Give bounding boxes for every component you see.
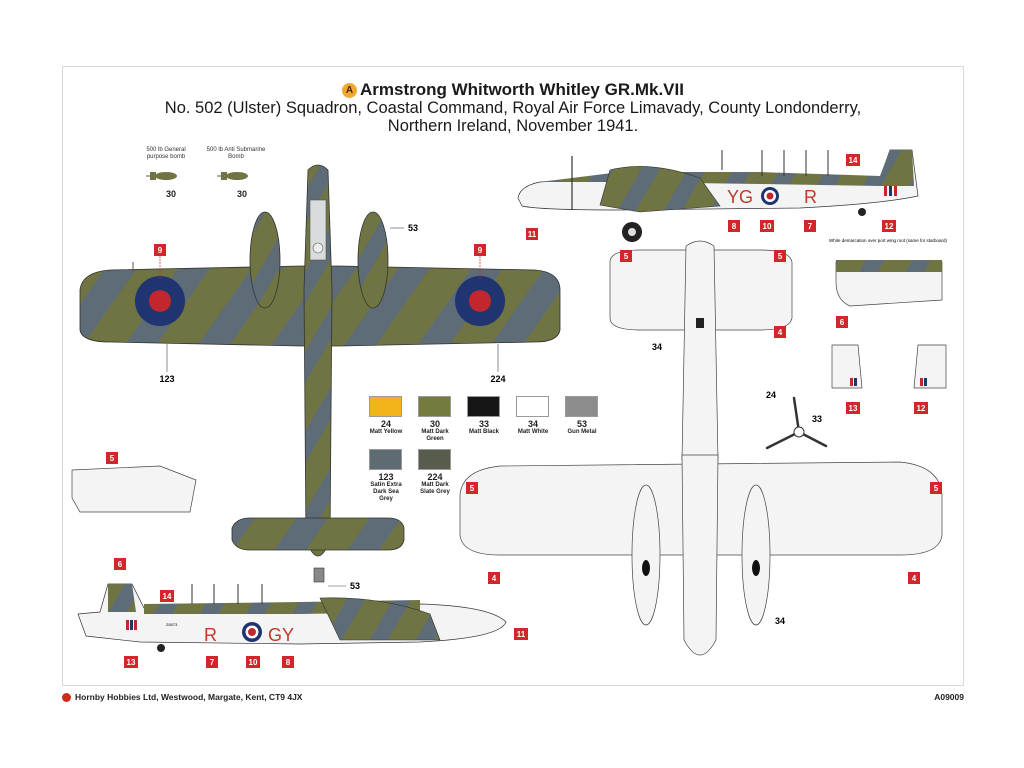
- nose-detail: 5: [71, 452, 197, 513]
- swatch-name: Matt White: [517, 429, 549, 435]
- svg-text:5: 5: [934, 484, 939, 493]
- serial-number: Z6573: [166, 622, 178, 627]
- svg-text:10: 10: [249, 658, 258, 667]
- callout-9-right: 9: [474, 244, 486, 280]
- swatch-num: 123: [378, 472, 394, 482]
- paint-swatch-34: 34 Matt White: [516, 396, 550, 436]
- svg-text:7: 7: [210, 658, 215, 667]
- bomb-2-paint: 30: [237, 189, 248, 199]
- swatch-name: Satin Extra Dark Sea Grey: [370, 482, 402, 502]
- airfix-logo-icon: [62, 692, 71, 702]
- callout-9-left: 9: [154, 244, 166, 280]
- swatch-color-34: [516, 396, 549, 417]
- svg-text:12: 12: [885, 222, 894, 231]
- swatch-num: 53: [576, 419, 587, 429]
- code-letters-yg: YG: [727, 187, 753, 207]
- swatch-color-53: [565, 396, 598, 417]
- svg-text:10: 10: [763, 222, 772, 231]
- side-view-starboard: YG R: [517, 149, 919, 242]
- swatch-color-24: [369, 396, 402, 417]
- instruction-sheet: [62, 66, 964, 686]
- svg-text:9: 9: [478, 246, 483, 255]
- callouts-underside: 5 5 4 5 5 4 4 34 34 24 33: [466, 250, 942, 626]
- swatch-num: 224: [427, 472, 443, 482]
- svg-text:13: 13: [127, 658, 136, 667]
- swatch-num: 30: [429, 419, 440, 429]
- svg-text:11: 11: [528, 230, 537, 239]
- svg-text:5: 5: [110, 454, 115, 463]
- bomb-2-label: 500 lb Anti Submarine Bomb: [206, 147, 266, 160]
- code-letters-gy: GY: [268, 625, 294, 645]
- kit-code: A09009: [934, 692, 964, 702]
- swatch-num: 33: [478, 419, 489, 429]
- swatch-name: Matt Dark Green: [421, 429, 449, 442]
- bomb-as-icon: [217, 172, 248, 180]
- svg-text:4: 4: [492, 574, 497, 583]
- paint-swatch-30: 30 Matt Dark Green: [418, 396, 452, 443]
- paint-swatch-123: 123 Satin Extra Dark Sea Grey: [369, 449, 403, 503]
- swatch-name: Matt Yellow: [369, 429, 403, 435]
- swatch-num: 24: [380, 419, 391, 429]
- svg-text:14: 14: [849, 156, 858, 165]
- svg-text:5: 5: [470, 484, 475, 493]
- footer-publisher: Hornby Hobbies Ltd, Westwood, Margate, K…: [62, 692, 302, 702]
- fin-details: 6 13 12: [831, 316, 947, 414]
- svg-text:9: 9: [158, 246, 163, 255]
- swatch-name: Matt Black: [468, 429, 499, 435]
- svg-text:11: 11: [517, 630, 526, 639]
- wing-root-note: White demarcation over port wing root (s…: [829, 238, 948, 243]
- svg-text:14: 14: [163, 592, 172, 601]
- label-123: 123: [159, 374, 174, 384]
- label-53-top: 53: [408, 223, 418, 233]
- code-letter-r: R: [804, 187, 817, 207]
- label-224: 224: [490, 374, 505, 384]
- swatch-color-30: [418, 396, 451, 417]
- svg-text:4: 4: [912, 574, 917, 583]
- underside-view: [459, 240, 943, 656]
- svg-text:5: 5: [624, 252, 629, 261]
- callouts-side-port: 6 14 13 7 10 8 11: [114, 558, 528, 668]
- swatch-num: 34: [527, 419, 538, 429]
- swatch-color-224: [418, 449, 451, 470]
- label-53-bottom: 53: [350, 581, 360, 591]
- bomb-gp-icon: [146, 172, 177, 180]
- svg-text:12: 12: [917, 404, 926, 413]
- publisher-text: Hornby Hobbies Ltd, Westwood, Margate, K…: [75, 692, 303, 702]
- callouts-side-starboard: 11 8 10 7 14 12: [526, 154, 896, 240]
- side-view-port: Z6573 R GY: [77, 583, 507, 652]
- code-letter-r-port: R: [204, 625, 217, 645]
- svg-text:8: 8: [286, 658, 291, 667]
- swatch-name: Gun Metal: [567, 429, 597, 435]
- swatch-color-33: [467, 396, 500, 417]
- svg-text:8: 8: [732, 222, 737, 231]
- paint-swatch-53: 53 Gun Metal: [565, 396, 599, 436]
- aircraft-title: Armstrong Whitworth Whitley GR.Mk.VII: [360, 80, 684, 99]
- svg-text:24: 24: [766, 390, 776, 400]
- bomb-1-paint: 30: [166, 189, 177, 199]
- swatch-color-123: [369, 449, 402, 470]
- svg-text:6: 6: [840, 318, 845, 327]
- svg-text:13: 13: [849, 404, 858, 413]
- svg-text:4: 4: [778, 328, 783, 337]
- subtitle-line-1: No. 502 (Ulster) Squadron, Coastal Comma…: [164, 99, 862, 117]
- subtitle-line-2: Northern Ireland, November 1941.: [387, 117, 639, 135]
- svg-text:5: 5: [778, 252, 783, 261]
- wing-root-detail: White demarcation over port wing root (s…: [829, 238, 948, 307]
- svg-text:6: 6: [118, 560, 123, 569]
- scheme-badge: A: [342, 83, 358, 98]
- svg-text:7: 7: [808, 222, 813, 231]
- swatch-name: Matt Dark Slate Grey: [420, 482, 450, 495]
- svg-text:33: 33: [812, 414, 822, 424]
- svg-text:34: 34: [652, 342, 662, 352]
- paint-swatch-33: 33 Matt Black: [467, 396, 501, 436]
- top-view-aircraft: [79, 164, 561, 583]
- paint-swatch-224: 224 Matt Dark Slate Grey: [418, 449, 452, 496]
- paint-swatch-24: 24 Matt Yellow: [369, 396, 403, 436]
- bomb-1-label: 500 lb General purpose bomb: [146, 147, 186, 160]
- svg-text:34: 34: [775, 616, 785, 626]
